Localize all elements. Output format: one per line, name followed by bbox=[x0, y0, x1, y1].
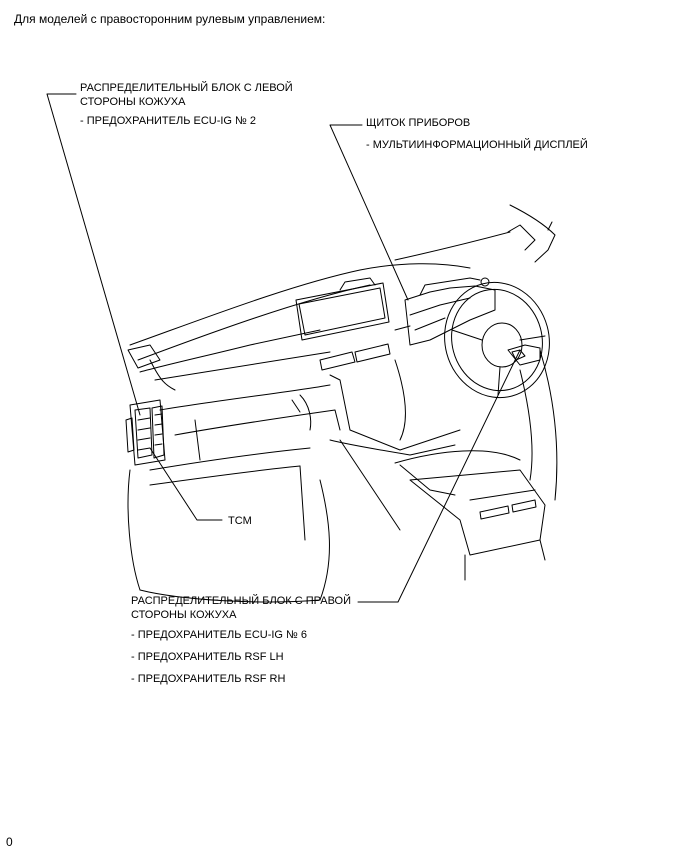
tcm-label: TCM bbox=[228, 515, 252, 527]
left-cowl-junction-block bbox=[125, 399, 166, 466]
left-cowl-title-line2: СТОРОНЫ КОЖУХА bbox=[80, 96, 186, 108]
steering-wheel bbox=[444, 281, 550, 399]
leader-meter bbox=[329, 124, 409, 301]
right-cowl-title-line1: РАСПРЕДЕЛИТЕЛЬНЫЙ БЛОК С ПРАВОЙ bbox=[131, 595, 352, 607]
leader-left-cowl bbox=[46, 93, 141, 416]
right-cowl-fuse-item: - ПРЕДОХРАНИТЕЛЬ ECU-IG № 6 bbox=[131, 629, 308, 641]
meter-display-item: - МУЛЬТИИНФОРМАЦИОННЫЙ ДИСПЛЕЙ bbox=[366, 139, 588, 151]
meter-label: ЩИТОК ПРИБОРОВ bbox=[366, 117, 471, 129]
page-heading: Для моделей с правосторонним рулевым упр… bbox=[14, 12, 326, 26]
left-cowl-label: РАСПРЕДЕЛИТЕЛЬНЫЙ БЛОК С ЛЕВОЙ СТОРОНЫ К… bbox=[80, 81, 293, 109]
page-mark: 0 bbox=[6, 835, 13, 849]
left-cowl-fuse-item: - ПРЕДОХРАНИТЕЛЬ ECU-IG № 2 bbox=[80, 115, 257, 127]
leader-lines bbox=[46, 93, 521, 603]
right-cowl-fuse-item: - ПРЕДОХРАНИТЕЛЬ RSF LH bbox=[131, 651, 284, 663]
center-console bbox=[127, 359, 546, 603]
floor-lines bbox=[299, 349, 558, 541]
right-cowl-fuse-item: - ПРЕДОХРАНИТЕЛЬ RSF RH bbox=[131, 673, 286, 685]
left-cowl-title-line1: РАСПРЕДЕЛИТЕЛЬНЫЙ БЛОК С ЛЕВОЙ bbox=[80, 82, 293, 94]
lower-dashboard bbox=[149, 351, 341, 486]
leader-right-cowl bbox=[357, 349, 521, 603]
center-display bbox=[295, 277, 390, 341]
right-cowl-label: РАСПРЕДЕЛИТЕЛЬНЫЙ БЛОК С ПРАВОЙ СТОРОНЫ … bbox=[131, 594, 351, 622]
right-cowl-title-line2: СТОРОНЫ КОЖУХА bbox=[131, 609, 237, 621]
windshield-frame bbox=[394, 204, 556, 263]
dashboard-top bbox=[127, 263, 471, 391]
leader-tcm bbox=[149, 447, 223, 521]
instrument-cluster bbox=[404, 277, 496, 346]
